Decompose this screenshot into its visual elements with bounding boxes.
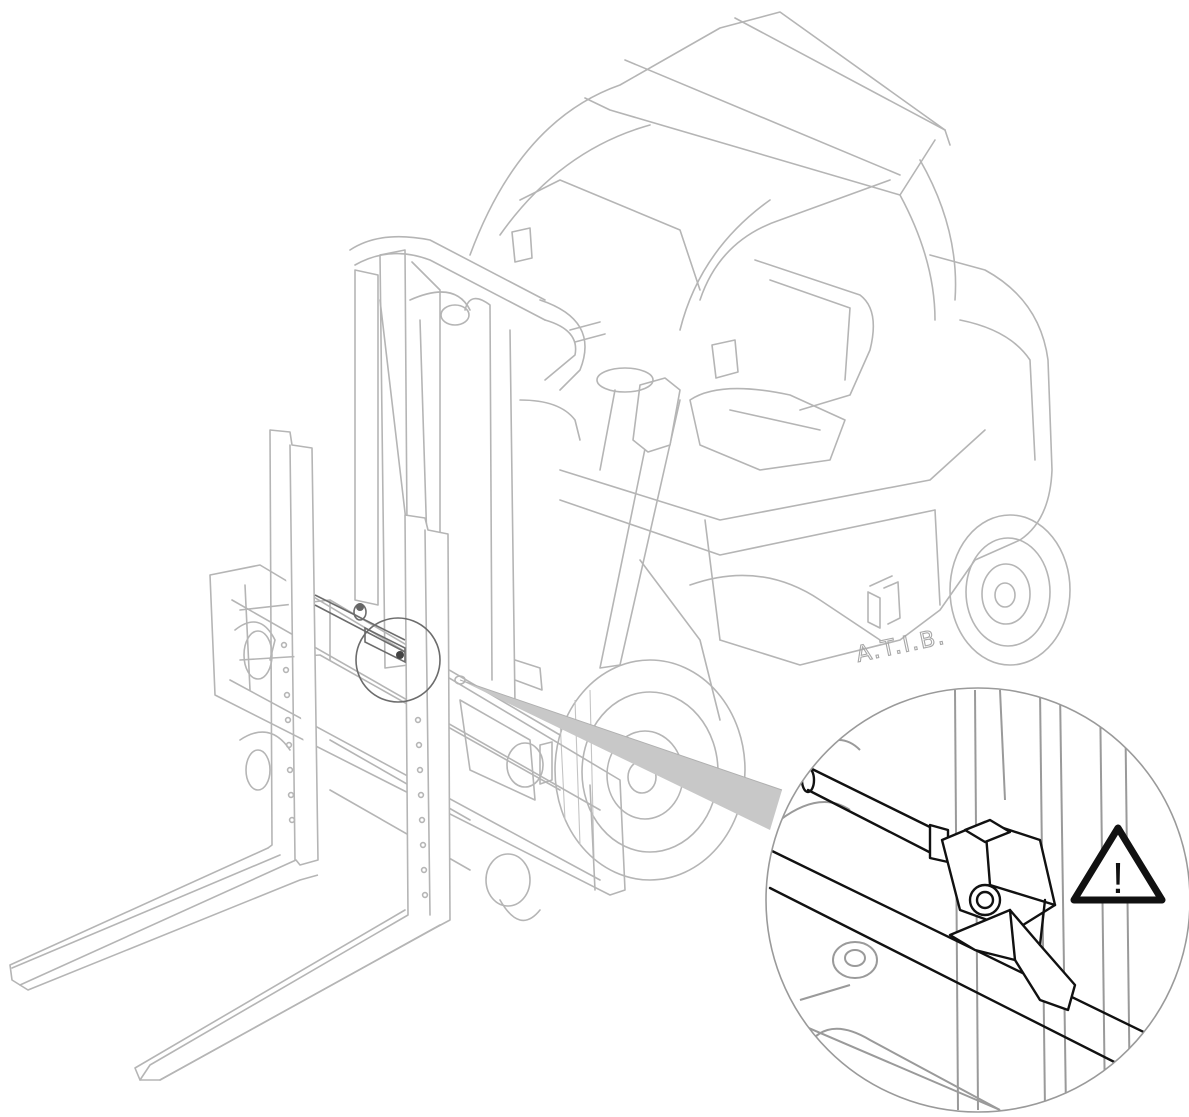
pivot-hardware — [454, 659, 553, 785]
operator-seat — [689, 259, 875, 471]
callout-beam — [460, 680, 782, 830]
truck-body — [559, 254, 1053, 721]
warning-symbol: ! — [1112, 854, 1124, 903]
side-mirror — [632, 377, 681, 453]
magnifier-circle — [355, 617, 441, 703]
mast — [349, 235, 606, 706]
overhead-guard — [469, 11, 957, 331]
steering-wheel — [596, 367, 654, 471]
atib-logo-icon: A.T.I.B. — [853, 575, 949, 668]
front-pillar — [599, 399, 681, 669]
highlighted-cylinder — [314, 594, 406, 664]
detail-view — [765, 687, 1189, 1113]
brand-label: A.T.I.B. — [854, 624, 948, 667]
left-fork — [9, 429, 319, 991]
warning-triangle-icon: ! — [1070, 824, 1166, 904]
rear-wheel — [949, 514, 1071, 666]
rear-mirror — [711, 339, 739, 379]
left-mirror — [511, 227, 533, 263]
right-fork — [134, 514, 451, 1081]
detail-circle-border — [765, 687, 1189, 1113]
